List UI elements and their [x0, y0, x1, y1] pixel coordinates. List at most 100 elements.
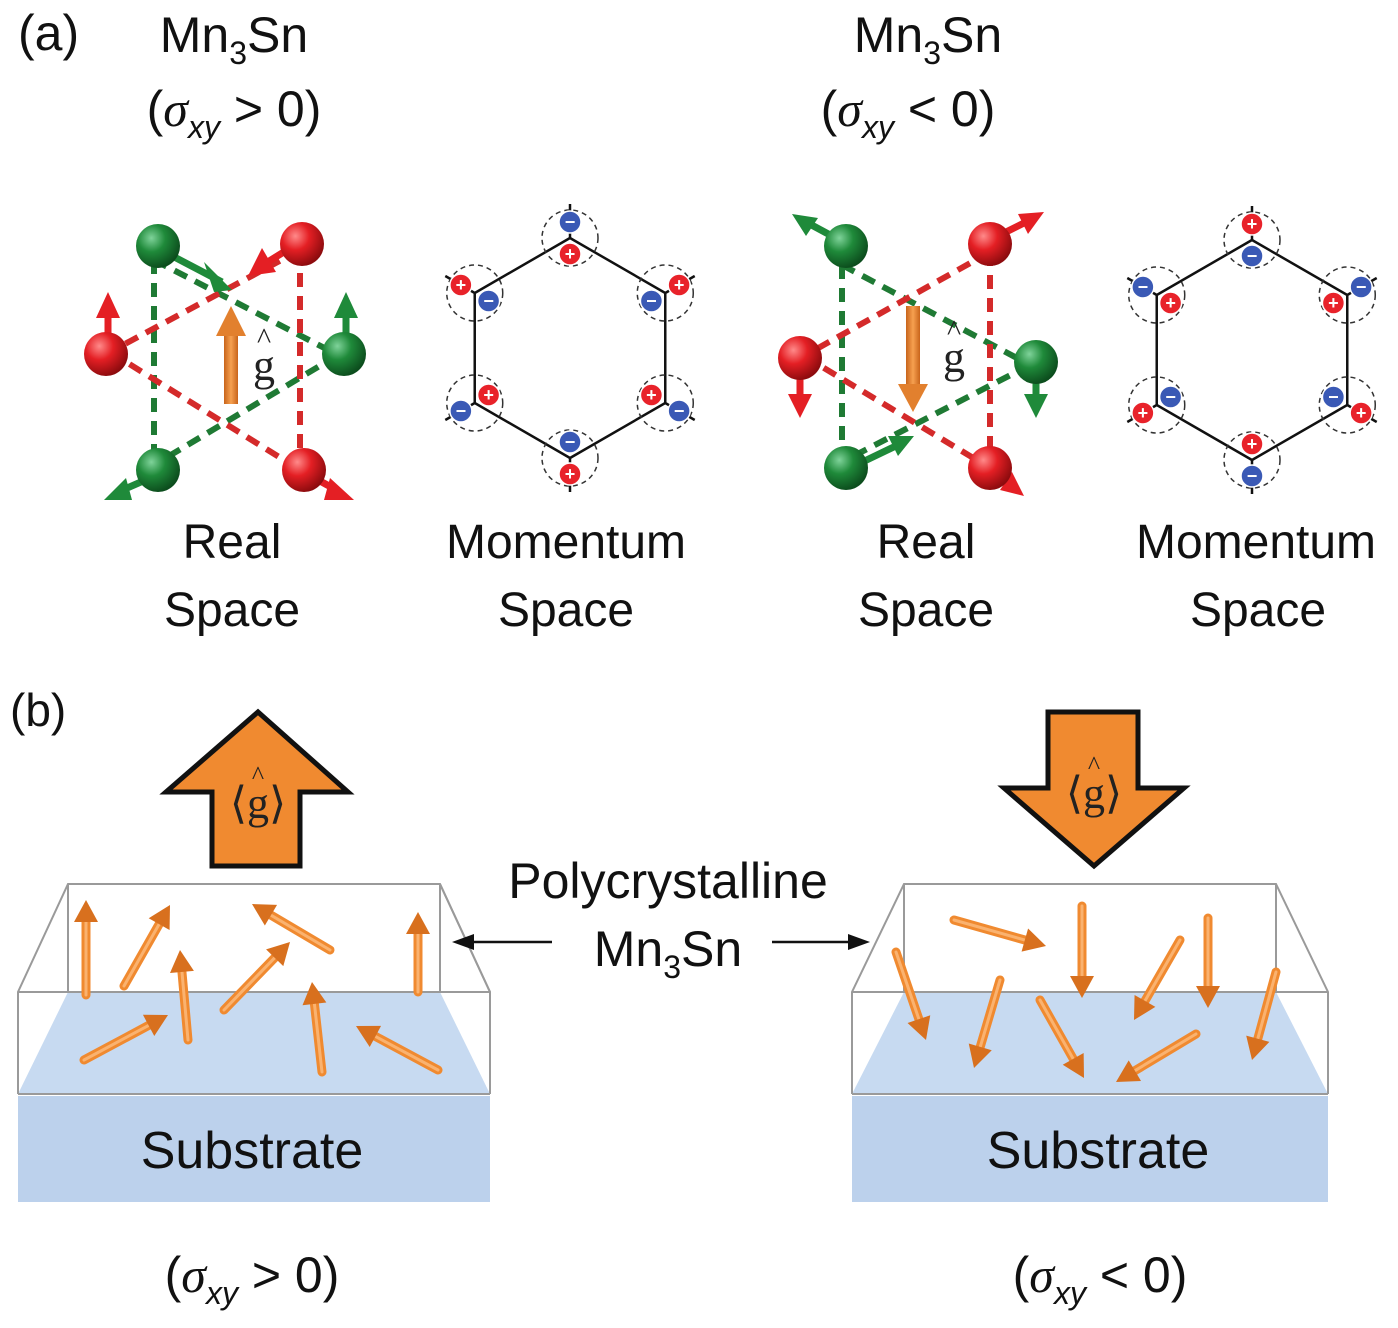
substrate-label: Substrate — [141, 1122, 364, 1180]
charge-minus: − — [476, 289, 501, 313]
grain-arrow — [119, 905, 170, 991]
caption-real-space-right: Real Space — [858, 516, 994, 637]
momentum-space-diagram-negative: +−−++−−++−−+ — [1126, 206, 1378, 494]
charge-plus: + — [1240, 212, 1264, 236]
substrate-block — [18, 1096, 490, 1202]
grain-arrow — [302, 982, 327, 1077]
grain-arrow — [1035, 995, 1084, 1078]
caption-line2: Space — [858, 584, 994, 637]
sigma-negative-label: (σxy < 0) — [1013, 1247, 1188, 1311]
caption-line1: Real — [183, 516, 282, 569]
svg-text:+: + — [565, 464, 576, 484]
grain-orientation-arrows — [74, 900, 443, 1077]
svg-text:−: − — [1247, 246, 1258, 266]
atom-red — [280, 222, 324, 266]
atom-red — [84, 332, 128, 376]
panel-a-label: (a) — [18, 5, 79, 61]
svg-text:−: − — [565, 212, 576, 232]
caption-line1: Momentum — [446, 516, 686, 569]
charge-plus: + — [1131, 401, 1155, 425]
film-negative: Substrate — [851, 883, 1329, 1202]
svg-text:+: + — [1356, 403, 1367, 423]
substrate-block — [852, 1096, 1328, 1202]
orbital-dashed-circle — [1127, 266, 1186, 324]
green-dashed-lines — [839, 262, 1032, 465]
caption-line2: Space — [164, 584, 300, 637]
charge-plus: + — [449, 273, 473, 297]
grain-arrow — [219, 942, 290, 1015]
atom-green — [136, 448, 180, 492]
film-box-outline — [851, 883, 1329, 1095]
atom-green — [824, 446, 868, 490]
polycrystalline-text: Polycrystalline — [508, 853, 828, 909]
caption-line2: Space — [1190, 584, 1326, 637]
charge-minus: − — [1240, 464, 1264, 488]
orbital-dashed-circle — [1223, 211, 1281, 269]
red-dashed-lines — [802, 249, 993, 471]
grain-arrow — [891, 947, 931, 1040]
g-hat-symbol: g — [253, 341, 275, 390]
grain-arrow — [406, 912, 430, 997]
hexagon-outline — [1155, 238, 1349, 462]
svg-text:+: + — [1138, 403, 1149, 423]
atom-red — [282, 448, 326, 492]
g-hat-caret: ^ — [1088, 751, 1100, 780]
svg-text:−: − — [456, 401, 467, 421]
charge-minus: − — [558, 210, 582, 234]
svg-text:+: + — [646, 385, 657, 405]
grain-arrow — [949, 915, 1046, 952]
atom-red — [778, 336, 822, 380]
orbital-dashed-circle — [1223, 431, 1281, 489]
hexagon-outline — [473, 236, 667, 460]
svg-text:+: + — [1328, 293, 1339, 313]
charge-minus: − — [1131, 275, 1155, 299]
orbital-dashed-circle — [541, 429, 599, 487]
svg-text:−: − — [565, 432, 576, 452]
caption-line1: Momentum — [1136, 516, 1376, 569]
grain-arrow — [356, 1025, 443, 1075]
svg-text:−: − — [1247, 466, 1258, 486]
polycrystalline-label: Polycrystalline Mn3Sn — [452, 853, 870, 985]
formula-mn3sn: Mn3Sn — [160, 7, 308, 71]
sigma-positive-label: (σxy > 0) — [147, 81, 322, 145]
grain-orientation-arrows — [891, 901, 1281, 1082]
charge-plus: + — [1158, 291, 1183, 315]
grain-arrow — [1116, 1029, 1201, 1082]
film-box-outline — [17, 883, 491, 1095]
average-g-up-arrow: ⟨g⟩ ^ — [159, 708, 355, 869]
svg-text:+: + — [1247, 214, 1258, 234]
orbital-dashed-circle — [636, 264, 695, 322]
charge-plus: + — [667, 273, 691, 297]
caption-momentum-space-left: Momentum Space — [446, 516, 686, 637]
panel-a-right-heading: Mn3Sn (σxy < 0) — [821, 7, 1003, 145]
green-dashed-lines — [151, 257, 340, 468]
svg-text:−: − — [1328, 387, 1339, 407]
orbital-dashed-circle — [1318, 266, 1377, 324]
charge-plus: + — [639, 383, 664, 407]
charge-minus: − — [639, 289, 664, 313]
sigma-negative-label: (σxy < 0) — [821, 81, 996, 145]
average-g-label: ⟨g⟩ — [230, 779, 286, 828]
g-hat-caret: ^ — [947, 314, 961, 347]
charge-minus: − — [449, 399, 473, 423]
charge-minus: − — [1349, 275, 1373, 299]
momentum-space-diagram-positive: −++−−++−−++− — [444, 204, 696, 492]
formula-mn3sn: Mn3Sn — [854, 7, 1002, 71]
charge-minus: − — [1240, 244, 1264, 268]
charge-plus: + — [1240, 432, 1264, 456]
orbital-dashed-circle — [1127, 376, 1186, 434]
real-space-diagram-positive: g ^ — [84, 222, 366, 500]
sigma-positive-label: (σxy > 0) — [165, 1247, 340, 1311]
atom-red — [968, 222, 1012, 266]
charge-minus: − — [667, 399, 691, 423]
orbital-dashed-circle — [1318, 376, 1377, 434]
g-hat-caret: ^ — [252, 761, 264, 790]
caption-line2: Space — [498, 584, 634, 637]
film-base-plane — [18, 992, 490, 1094]
atom-red — [968, 446, 1012, 490]
atom-green — [824, 224, 868, 268]
charge-minus: − — [558, 430, 582, 454]
caption-real-space-left: Real Space — [164, 516, 300, 637]
svg-text:−: − — [646, 291, 657, 311]
